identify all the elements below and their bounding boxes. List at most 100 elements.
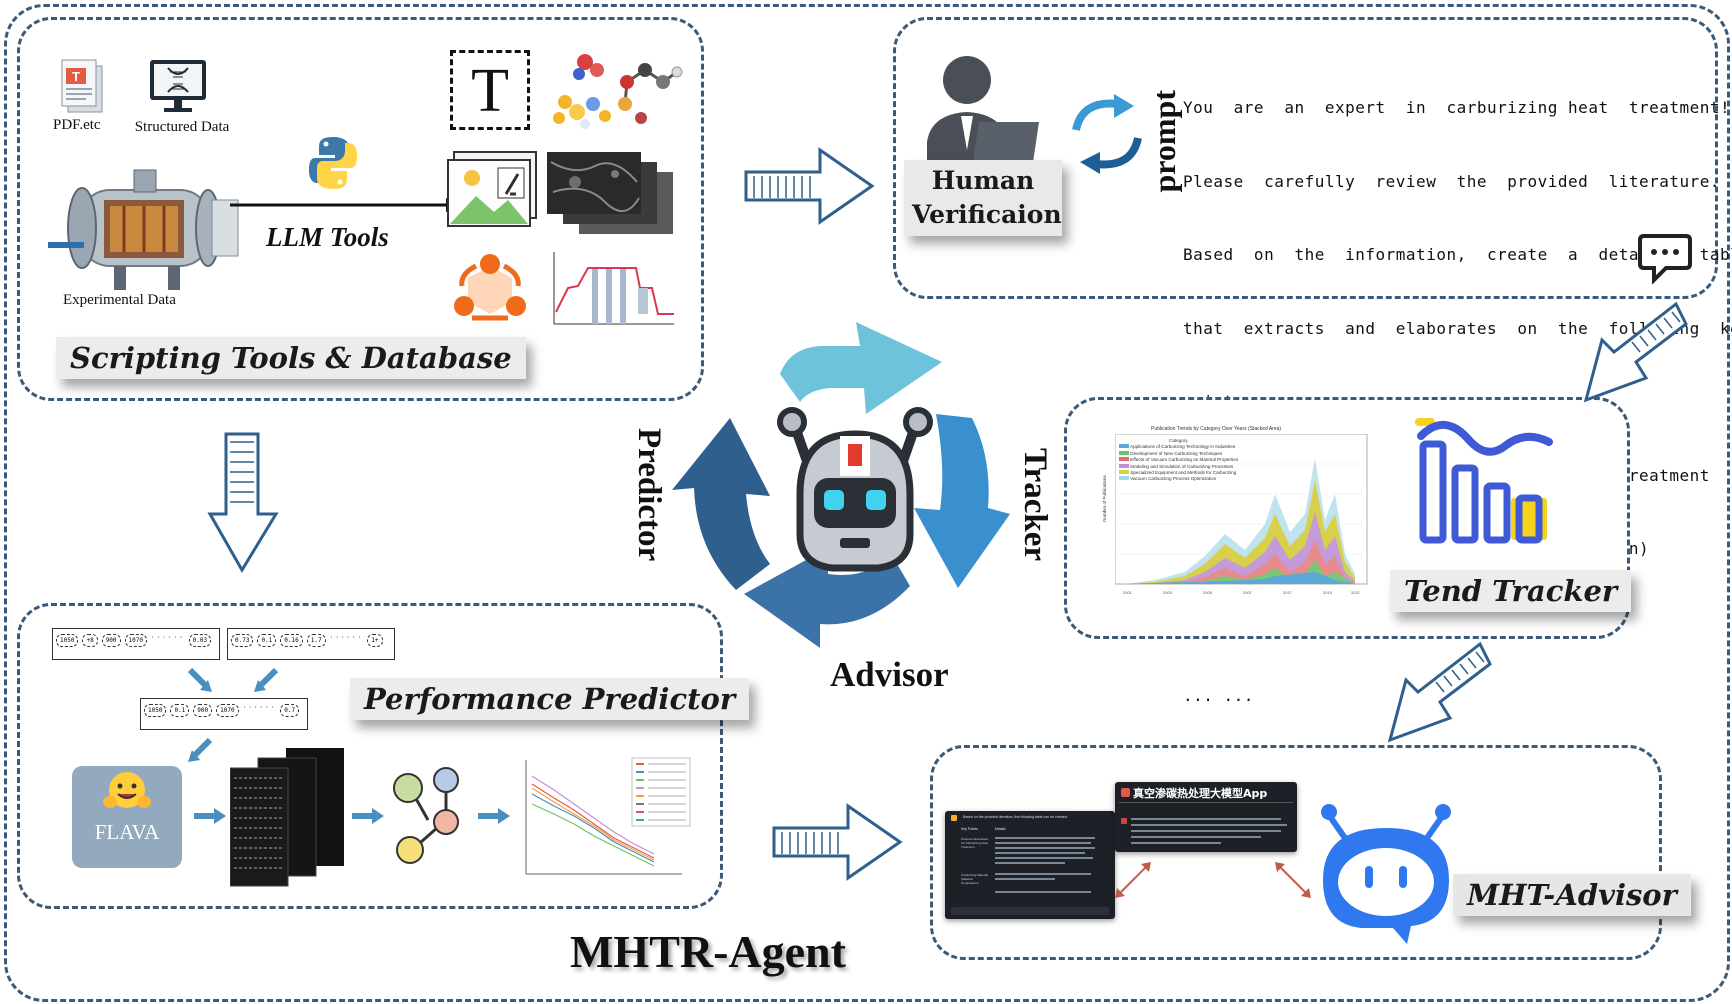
- arrow-down-left: [207, 432, 279, 573]
- legend-item-label: Modeling and Simulation of Carburizing P…: [1130, 463, 1234, 469]
- answer-header: Based on the provided literature, the fo…: [963, 815, 1068, 819]
- sequence-merged: 1050 0.1 900 1070 ······ 0.7: [140, 698, 308, 730]
- pdf-label: PDF.etc: [53, 117, 101, 133]
- micrograph-icon: [547, 152, 673, 234]
- graph-network-icon: [454, 254, 526, 321]
- performance-predictor-banner: Performance Predictor: [350, 678, 750, 720]
- answer-table-row: Process Parameters for Carburizing Heat …: [961, 837, 989, 849]
- svg-text:T: T: [471, 57, 509, 125]
- seq-token: 900: [193, 704, 213, 717]
- seq-token: 1070: [124, 634, 147, 647]
- trend-area-blue: [1125, 572, 1355, 584]
- trend-chart-title: Publication Trends by Category Over Year…: [1151, 426, 1282, 432]
- blue-robot-icon: [1321, 804, 1451, 944]
- trend-legend: Category Applications of Carburizing Tec…: [1119, 438, 1239, 483]
- seq-token: 0.7: [280, 704, 300, 717]
- cycle-arrow-right: [914, 414, 1010, 588]
- hugging-face-icon: [103, 772, 151, 808]
- pdf-document-icon: T: [61, 59, 103, 113]
- cycle-arrow-bottom: [744, 548, 910, 648]
- graph-node-icon: [393, 767, 459, 864]
- svg-text:2017: 2017: [1283, 590, 1293, 595]
- structured-data-text: Structured Data: [134, 119, 230, 135]
- human-verification-banner: Human Verificaion: [904, 160, 1062, 236]
- trend-area-purple: [1125, 512, 1355, 584]
- cycle-arrow-left: [672, 418, 770, 590]
- seq-token: 1050: [56, 634, 79, 647]
- prompt-label: prompt: [1146, 90, 1182, 193]
- prompt-line-1: You are an expert in carburizing heat tr…: [1183, 98, 1731, 117]
- svg-text:2001: 2001: [1123, 590, 1133, 595]
- tracker-label: Tracker: [1017, 448, 1053, 562]
- advisor-label: Advisor: [830, 655, 949, 694]
- svg-text:2019: 2019: [1323, 590, 1333, 595]
- merge-arrows: [187, 667, 279, 692]
- image-icon: [447, 151, 537, 227]
- chat-bubble-icon: [1638, 234, 1692, 284]
- scatter-plot-icon: [514, 754, 694, 886]
- llm-tools-arrow: [230, 198, 460, 212]
- experimental-data-label: Experimental Data: [63, 292, 176, 308]
- seq-token: 900: [101, 634, 121, 647]
- human-label: Human: [931, 166, 1035, 195]
- process-curve-icon: [548, 248, 678, 332]
- flow-arrow: [478, 808, 510, 824]
- svg-text:2021: 2021: [1351, 590, 1361, 595]
- link-arrow: [1115, 862, 1151, 898]
- arrow-predictor-to-advisor: [772, 803, 903, 881]
- human-verification-panel: Human Verificaion prompt You are an expe…: [893, 17, 1732, 705]
- legend-item: Applications of Carburizing Technology i…: [1119, 444, 1238, 450]
- flow-arrow: [194, 808, 226, 824]
- seq-token: 0.16: [280, 634, 303, 647]
- flow-arrow: [352, 808, 384, 824]
- answer-table-col: Details: [995, 827, 1006, 831]
- legend-item: Development of New Carburizing Technique…: [1119, 450, 1238, 457]
- scripting-tools-panel: T PDF.etc Structured Data Experimental D…: [17, 17, 704, 401]
- arrow-to-tracker: [1583, 301, 1688, 403]
- cycle-arrows: [672, 322, 1010, 648]
- trend-chart-ylabel: Number of Publications: [1101, 475, 1107, 522]
- arrow-to-advisor: [1387, 641, 1492, 743]
- molecule-icon: [553, 54, 683, 129]
- legend-item: Specialized Equipment and Methods for Ca…: [1119, 470, 1238, 476]
- sequence-top-left: 1050 +8 900 1070 ······ 0.03: [52, 628, 220, 660]
- computer-dna-icon: [150, 60, 206, 112]
- answer-table-col: Key Points: [961, 827, 978, 831]
- mht-advisor-banner: MHT-Advisor: [1453, 874, 1691, 916]
- seq-token: 0.73: [231, 634, 254, 647]
- link-arrow: [1275, 862, 1311, 898]
- svg-text:T: T: [72, 69, 80, 84]
- seq-token: 0.1: [170, 704, 190, 717]
- legend-item-label: Applications of Carburizing Technology i…: [1130, 444, 1236, 450]
- page-title: MHTR-Agent: [570, 926, 846, 977]
- predictor-label: Predictor: [631, 428, 667, 562]
- refresh-cycle-icon: [1072, 94, 1142, 174]
- sequence-top-right: 0.73 0.1 0.16 1.7 ······ 1+: [227, 628, 395, 660]
- trend-bar-chart-icon: [1415, 418, 1553, 544]
- advisor-answer-screenshot: Based on the provided literature, the fo…: [945, 811, 1115, 919]
- trend-legend-title: Category: [1169, 438, 1188, 443]
- legend-item-label: Specialized Equipment and Methods for Ca…: [1130, 470, 1237, 476]
- verification-label: Verificaion: [912, 200, 1062, 229]
- legend-item-label: Vacuum Carburizing Process Optimization: [1130, 476, 1217, 482]
- feature-matrix-icon: [230, 748, 344, 887]
- prompt-line-9: ... ...: [1183, 686, 1254, 705]
- trend-tracker-banner: Tend Tracker: [1390, 570, 1632, 612]
- seq-token: 1070: [216, 704, 239, 717]
- answer-table-row: Carburizing Material (Material Compositi…: [961, 873, 988, 885]
- seq-token: 1+: [367, 634, 383, 647]
- legend-item: Modeling and Simulation of Carburizing P…: [1119, 463, 1238, 470]
- trend-tracker-panel: Publication Trends by Category Over Year…: [1064, 397, 1632, 639]
- advisor-app-screenshot: 真空渗碳热处理大模型App: [1115, 782, 1297, 852]
- text-extraction-icon: T: [450, 50, 530, 130]
- svg-text:2003: 2003: [1163, 590, 1173, 595]
- structured-data-label: Structured Data: [132, 117, 232, 138]
- seq-token: 0.03: [188, 634, 212, 647]
- robot-face-icon: [777, 407, 933, 572]
- mht-advisor-panel: Based on the provided literature, the fo…: [930, 745, 1691, 960]
- svg-text:2005: 2005: [1203, 590, 1213, 595]
- flava-model: FLAVA: [72, 766, 182, 868]
- seq-token: 0.1: [257, 634, 277, 647]
- vacuum-furnace-icon: [48, 169, 239, 290]
- performance-predictor-panel: 1050 +8 900 1070 ······ 0.03 0.73 0.1 0.…: [17, 603, 750, 909]
